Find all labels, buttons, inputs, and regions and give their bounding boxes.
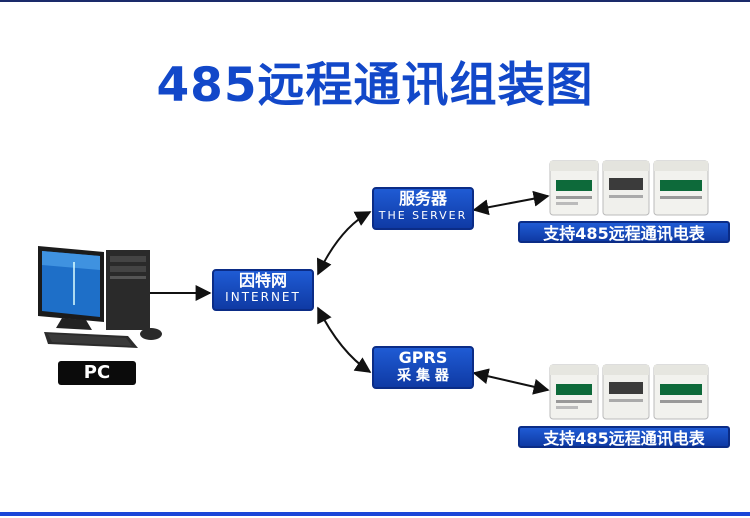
- meter-3-icon: [653, 160, 709, 216]
- server-label: 服务器: [398, 189, 447, 208]
- gprs-label: GPRS: [398, 348, 448, 367]
- server-sublabel: THE SERVER: [378, 209, 468, 222]
- meter-2-icon: [602, 160, 650, 216]
- server-to-meters-arrow: [472, 190, 550, 216]
- server-node: 服务器 THE SERVER: [372, 187, 474, 230]
- meter-4-icon: [549, 364, 599, 420]
- gprs-to-meters-arrow: [472, 368, 550, 395]
- bottom-border: [0, 512, 750, 516]
- internet-label: 因特网: [238, 271, 287, 290]
- meter-6-icon: [653, 364, 709, 420]
- gprs-sublabel: 采 集 器: [397, 368, 449, 384]
- page-title: 485远程通讯组装图: [156, 58, 594, 113]
- meter-label-top: 支持485远程通讯电表: [518, 221, 730, 243]
- meter-1-icon: [549, 160, 599, 216]
- meter-label-bottom: 支持485远程通讯电表: [518, 426, 730, 448]
- internet-to-server-arrow: [316, 211, 372, 276]
- gprs-node: GPRS 采 集 器: [372, 346, 474, 389]
- top-border: [0, 0, 750, 2]
- pc-label: PC: [58, 361, 136, 385]
- meter-5-icon: [602, 364, 650, 420]
- internet-sublabel: INTERNET: [225, 290, 301, 304]
- internet-to-gprs-arrow: [317, 306, 372, 373]
- internet-node: 因特网 INTERNET: [212, 269, 314, 311]
